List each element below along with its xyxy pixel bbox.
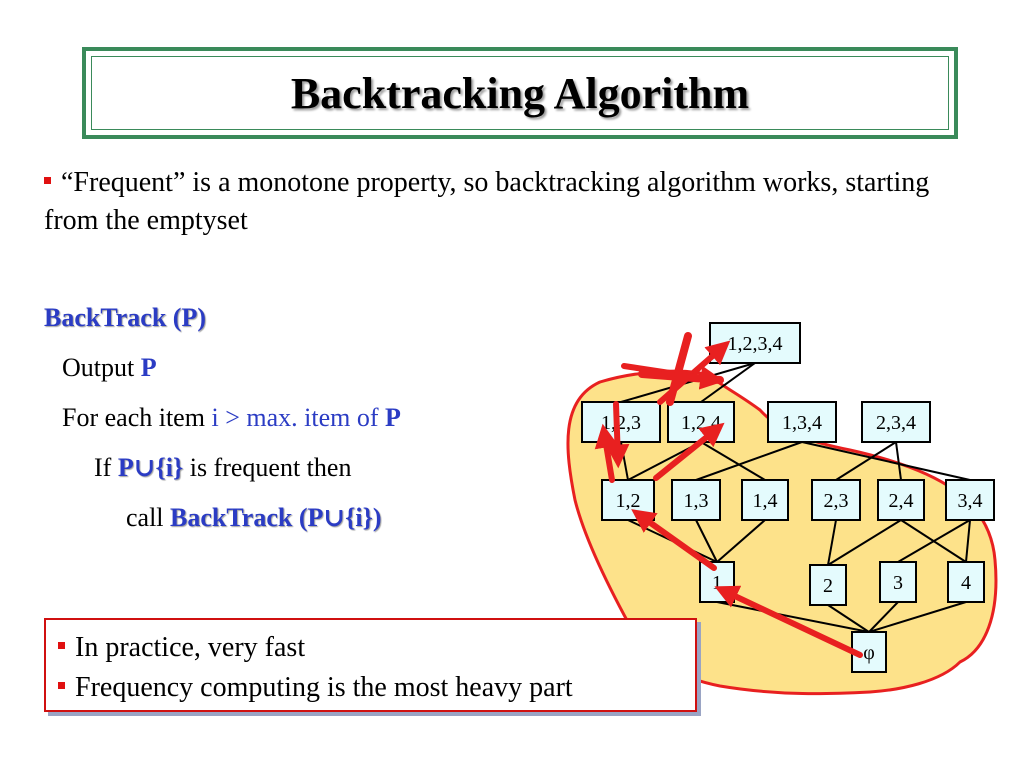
cross-stroke xyxy=(638,370,724,384)
lattice-node-12: 1,2 xyxy=(601,479,655,521)
code-for-cmp: > xyxy=(225,403,240,432)
note-text-1: In practice, very fast xyxy=(75,632,306,663)
lattice-node-label: 1,2,3,4 xyxy=(728,333,783,355)
lattice-node-label: 3,4 xyxy=(958,490,983,512)
bullet-square-icon xyxy=(44,177,51,185)
lattice-edge xyxy=(827,519,837,566)
lattice-node-box xyxy=(861,401,931,443)
lattice-node-label: φ xyxy=(863,642,875,664)
lattice-edge xyxy=(868,601,967,633)
lattice-node-box xyxy=(879,561,917,603)
backtrack-arrow xyxy=(653,422,725,481)
lattice-node-14: 1,4 xyxy=(741,479,789,521)
lattice-node-13: 1,3 xyxy=(671,479,721,521)
code-func-header: BackTrack (P) xyxy=(44,303,206,332)
lattice-edge xyxy=(716,601,870,633)
intro-bullet: “Frequent” is a monotone property, so ba… xyxy=(44,164,944,240)
lattice-node-4: 4 xyxy=(947,561,985,603)
note-line-1: In practice, very fast xyxy=(58,632,305,664)
code-for-p: P xyxy=(385,403,401,432)
intro-text: “Frequent” is a monotone property, so ba… xyxy=(44,167,930,236)
code-output-kw: Output xyxy=(62,353,135,382)
code-for-kw: For each item xyxy=(62,403,205,432)
code-call-line: call BackTrack (P∪{i}) xyxy=(126,503,382,533)
pruned-cross-mark xyxy=(638,332,724,406)
lattice-node-label: 2,4 xyxy=(889,490,914,512)
lattice-node-34: 3,4 xyxy=(945,479,995,521)
code-for-cond: max. item of xyxy=(246,403,379,432)
lattice-edges xyxy=(620,362,971,633)
lattice-node-box xyxy=(671,479,721,521)
lattice-node-label: 2,3,4 xyxy=(876,412,916,434)
code-if-kw: If xyxy=(94,453,112,482)
code-for-var: i xyxy=(211,403,219,432)
lattice-node-124: 1,2,4 xyxy=(667,401,735,443)
title-frame: Backtracking Algorithm xyxy=(82,47,958,139)
code-if-line: If P∪{i} is frequent then xyxy=(94,453,351,483)
code-output-line: Output P xyxy=(62,353,157,383)
note-line-2: Frequency computing is the most heavy pa… xyxy=(58,672,573,704)
lattice-node-label: 1,3 xyxy=(684,490,709,512)
note-text-2: Frequency computing is the most heavy pa… xyxy=(75,672,573,703)
lattice-node-box xyxy=(877,479,925,521)
lattice-node-1234: 1,2,3,4 xyxy=(709,322,801,364)
backtrack-arrow xyxy=(631,509,717,571)
lattice-edge xyxy=(695,441,803,481)
lattice-edge xyxy=(827,519,902,566)
lattice-node-box xyxy=(767,401,837,443)
backtrack-arrow xyxy=(605,401,630,469)
lattice-node-label: 3 xyxy=(893,572,903,594)
lattice-node-box xyxy=(947,561,985,603)
lattice-node-label: 1,2 xyxy=(616,490,641,512)
code-output-var: P xyxy=(140,353,157,382)
lattice-node-box xyxy=(945,479,995,521)
backtrack-arrow xyxy=(714,585,863,658)
lattice-edge xyxy=(900,519,967,563)
lattice-node-label: 2,3 xyxy=(824,490,849,512)
lattice-node-box xyxy=(811,479,861,521)
lattice-node-box xyxy=(741,479,789,521)
cross-stroke xyxy=(666,332,692,406)
lattice-node-123: 1,2,3 xyxy=(581,401,661,443)
lattice-edge xyxy=(827,604,870,633)
lattice-edge xyxy=(700,441,766,481)
code-for-line: For each item i > max. item of P xyxy=(62,403,401,433)
lattice-node-label: 2 xyxy=(823,575,833,597)
lattice-node-label: 1 xyxy=(712,572,722,594)
frequent-region xyxy=(566,369,998,696)
lattice-edge xyxy=(620,362,756,403)
code-call-kw: call xyxy=(126,503,164,532)
lattice-node-234: 2,3,4 xyxy=(861,401,931,443)
code-if-tail: is frequent then xyxy=(189,453,352,482)
lattice-node-23: 2,3 xyxy=(811,479,861,521)
lattice-edge xyxy=(716,519,766,563)
bullet-square-icon xyxy=(58,642,65,650)
bullet-square-icon xyxy=(58,682,65,690)
lattice-edge xyxy=(700,362,756,403)
lattice-node-label: 1,3,4 xyxy=(782,412,822,434)
lattice-edge xyxy=(695,519,718,563)
lattice-edge xyxy=(801,441,971,481)
lattice-edge xyxy=(895,441,902,481)
lattice-nodes: 1,2,3,4 1,2,3 1,2,4 1,3,4 2,3,4 1,2 1,3 1,4 2,3 2… xyxy=(581,322,995,673)
lattice-node-label: 4 xyxy=(961,572,971,594)
lattice-node-2: 2 xyxy=(809,564,847,606)
lattice-node-label: 1,2,3 xyxy=(601,412,641,434)
lattice-node-24: 2,4 xyxy=(877,479,925,521)
code-if-expr: P∪{i} xyxy=(117,453,184,482)
lattice-edge xyxy=(965,519,971,563)
lattice-node-134: 1,3,4 xyxy=(767,401,837,443)
lattice-node-label: 1,4 xyxy=(753,490,778,512)
lattice-edge xyxy=(835,441,897,481)
lattice-node-3: 3 xyxy=(879,561,917,603)
code-call-expr: BackTrack (P∪{i}) xyxy=(170,503,382,532)
slide-title: Backtracking Algorithm xyxy=(290,68,750,118)
lattice-node-box xyxy=(809,564,847,606)
title-inner-frame: Backtracking Algorithm xyxy=(91,56,949,130)
notes-box: In practice, very fast Frequency computi… xyxy=(44,618,697,712)
lattice-edge xyxy=(868,601,899,633)
